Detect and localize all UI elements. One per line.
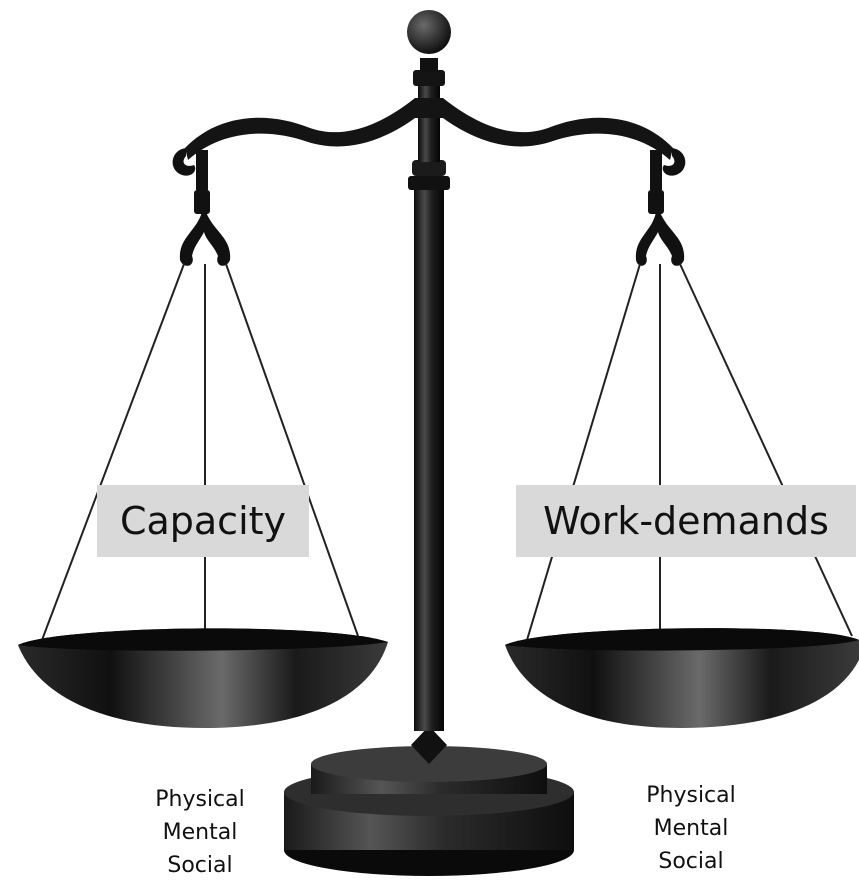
right-pan	[505, 628, 859, 728]
scale-base	[284, 726, 574, 876]
left-hanger	[179, 190, 231, 266]
demand-factor-mental: Mental	[653, 816, 729, 841]
left-strings	[41, 263, 359, 641]
work-demands-factors-list: Physical Mental Social	[606, 779, 776, 878]
capacity-factor-mental: Mental	[162, 820, 238, 845]
work-demands-label: Work-demands	[516, 485, 856, 557]
scale-pole	[407, 10, 451, 731]
capacity-factor-social: Social	[167, 853, 233, 878]
capacity-factors-list: Physical Mental Social	[115, 783, 285, 882]
demand-factor-physical: Physical	[646, 783, 736, 808]
finial-knob	[407, 10, 451, 54]
right-strings	[526, 263, 853, 641]
scale-beam	[172, 98, 686, 190]
capacity-factor-physical: Physical	[155, 787, 245, 812]
left-pan	[18, 628, 388, 728]
demand-factor-social: Social	[658, 849, 724, 874]
capacity-label: Capacity	[97, 485, 309, 557]
right-hanger	[635, 190, 685, 266]
